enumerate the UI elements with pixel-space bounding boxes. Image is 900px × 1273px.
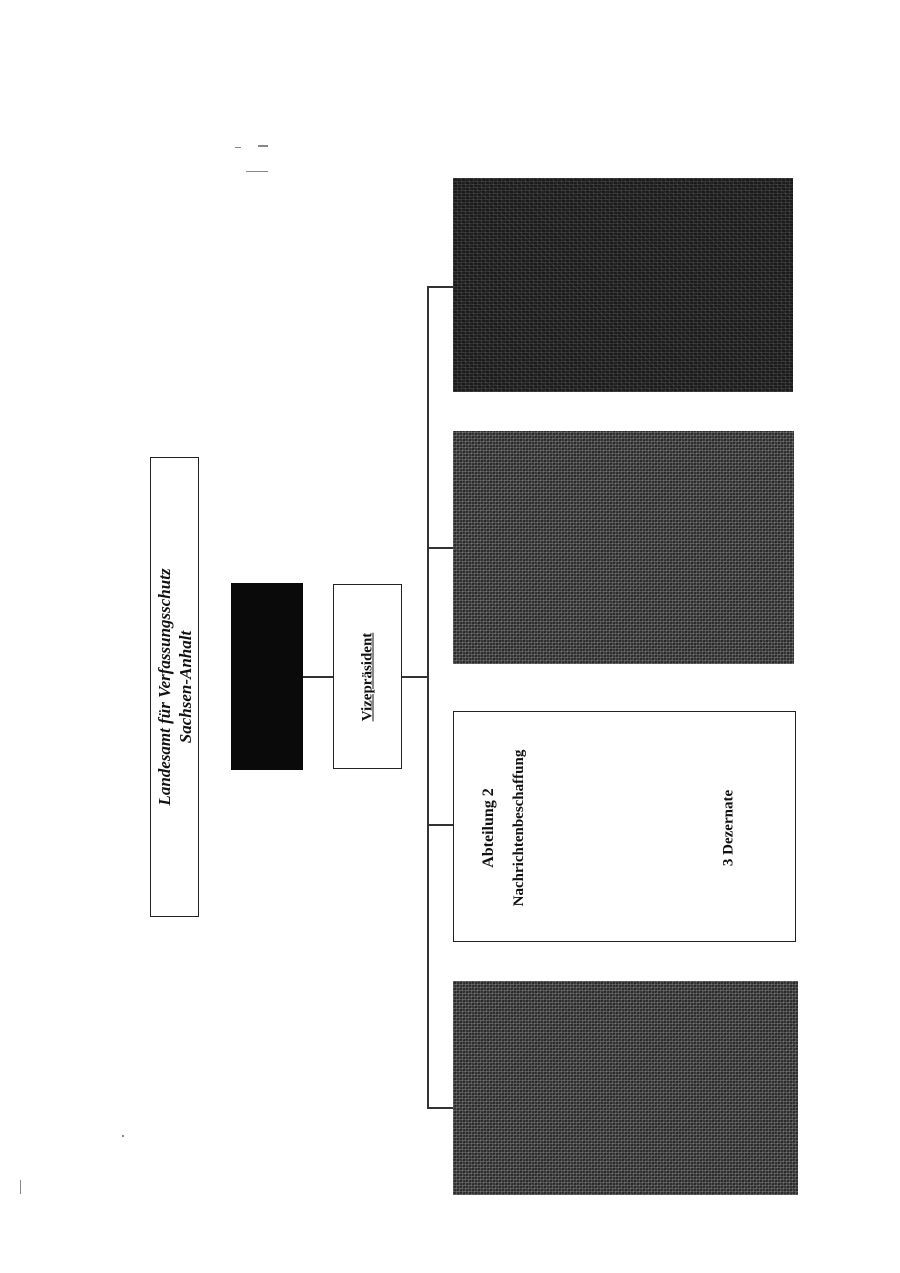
abteilung-2-box: Abteilung 2 Nachrichtenbeschaffung 3 Dez… <box>453 711 796 942</box>
vizepraesident-box: Vizepräsident <box>333 584 402 769</box>
org-title: Landesamt für Verfassungsschutz Sachsen-… <box>154 568 196 805</box>
redacted-department-1 <box>453 178 793 392</box>
redacted-department-2 <box>453 431 794 664</box>
abteilung-2-dezernate-area: 3 Dezernate <box>709 712 749 943</box>
connector-vize-bus <box>402 676 428 678</box>
org-title-line1: Landesamt für Verfassungsschutz <box>154 568 174 806</box>
redacted-department-4 <box>453 981 798 1195</box>
vizepraesident-label: Vizepräsident <box>359 632 375 721</box>
branch-dept-1 <box>427 286 453 288</box>
abteilung-2-title: Abteilung 2 <box>480 787 497 868</box>
connector-president-vize <box>303 676 333 678</box>
department-bus-line <box>427 286 429 1108</box>
org-title-line2: Sachsen-Anhalt <box>175 630 195 744</box>
redacted-president-box <box>231 583 303 770</box>
branch-dept-4 <box>427 1107 453 1109</box>
abteilung-2-name: Nachrichtenbeschaffung <box>511 749 527 906</box>
org-title-box: Landesamt für Verfassungsschutz Sachsen-… <box>150 457 199 917</box>
abteilung-2-dezernate: 3 Dezernate <box>720 789 737 866</box>
branch-dept-3 <box>427 824 453 826</box>
branch-dept-2 <box>427 547 453 549</box>
abteilung-2-heading: Abteilung 2 Nachrichtenbeschaffung <box>474 712 534 943</box>
